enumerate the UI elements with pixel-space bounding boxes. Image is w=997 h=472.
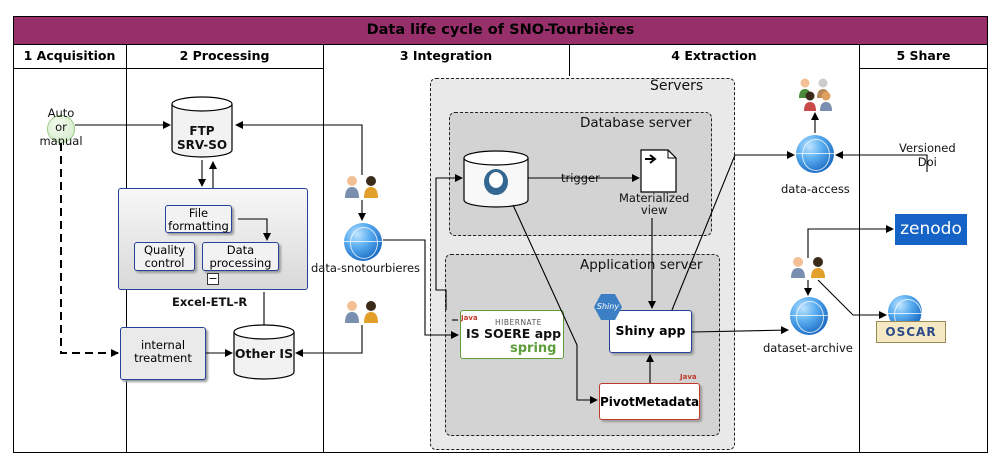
collapse-button[interactable]: − — [207, 272, 219, 285]
shiny-app-box: Shiny app — [609, 310, 692, 353]
materialized-view-document-icon — [640, 149, 677, 193]
dataset-archive-label: dataset-archive — [763, 341, 853, 355]
users-icon — [791, 257, 825, 278]
hibernate-logo: HIBERNATE — [495, 318, 542, 327]
acquisition-source-node — [47, 115, 75, 143]
servers-label: Servers — [650, 78, 704, 94]
oscar-logo: OSCAR — [876, 321, 946, 343]
application-server-label: Application server — [580, 257, 703, 273]
column-header-acquisition: 1 Acquisition — [23, 48, 116, 63]
pivot-metadata-box: PivotMetadata — [599, 383, 700, 420]
zenodo-logo: zenodo — [895, 214, 967, 245]
column-separator — [859, 45, 860, 453]
data-access-label: data-access — [781, 182, 850, 196]
java-logo-icon: Java — [461, 314, 478, 322]
etl-label: Excel-ETL-R — [172, 295, 248, 309]
is-soere-app-label: IS SOERE app — [466, 326, 562, 341]
java-logo-icon: Java — [680, 373, 697, 381]
column-header-extraction: 4 Extraction — [671, 48, 757, 63]
diagram-title: Data life cycle of SNO-Tourbières — [13, 16, 988, 45]
header-underline-right — [859, 68, 988, 69]
postgres-database-icon — [463, 150, 529, 208]
spring-logo: spring — [510, 341, 557, 356]
header-underline-left — [13, 68, 323, 69]
column-header-processing: 2 Processing — [179, 48, 270, 63]
ftp-database-icon — [171, 96, 233, 158]
dataset-archive-globe-icon — [790, 297, 828, 335]
other-is-label: Other IS — [234, 346, 294, 361]
column-separator — [323, 45, 324, 453]
data-snotourbieres-label: data-snotourbieres — [311, 261, 421, 275]
column-separator — [569, 45, 570, 76]
user-group-icon — [799, 78, 832, 111]
column-header-share: 5 Share — [896, 48, 951, 63]
shiny-logo-icon: Shiny — [594, 294, 622, 320]
users-icon — [345, 301, 378, 323]
data-access-globe-icon — [796, 135, 834, 173]
is-soere-app-box — [460, 310, 564, 359]
data-snotourbieres-globe-icon — [344, 223, 382, 261]
users-icon — [345, 176, 378, 198]
database-server-label: Database server — [580, 115, 692, 131]
column-header-integration: 3 Integration — [399, 48, 493, 63]
